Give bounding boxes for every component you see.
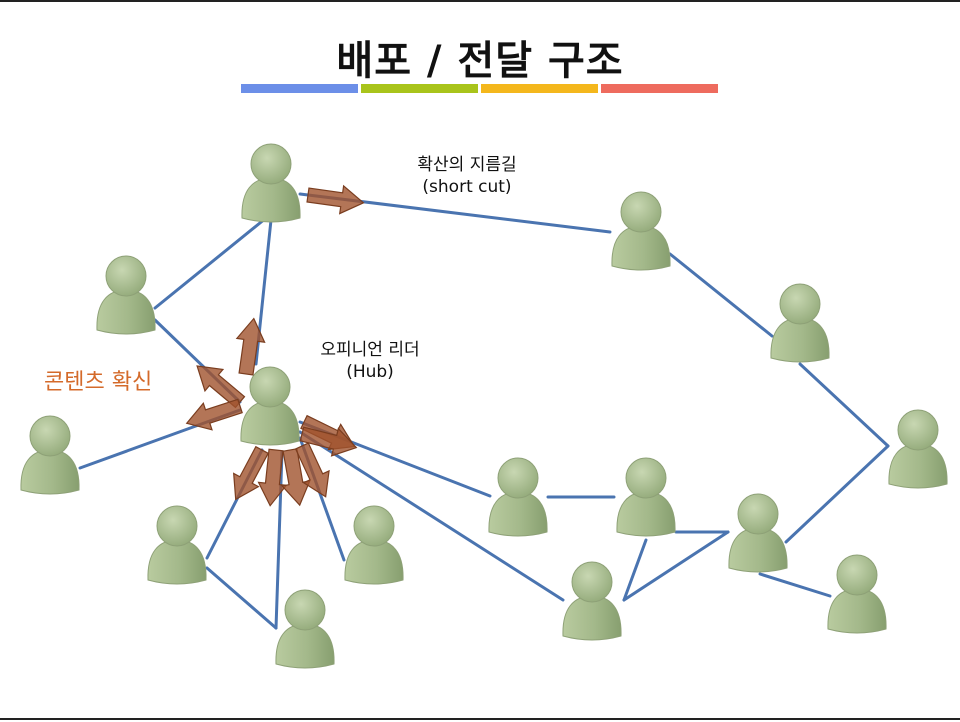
- edge: [298, 430, 565, 602]
- edge: [784, 444, 890, 544]
- person-icon: [240, 366, 300, 446]
- content-diffusion-label: 콘텐츠 확신: [44, 370, 153, 395]
- person-icon: [275, 589, 335, 669]
- shortcut-label: 확산의 지름길 (short cut): [392, 154, 542, 198]
- edge: [274, 450, 284, 630]
- person-icon: [344, 505, 404, 585]
- person-icon: [488, 457, 548, 537]
- edge: [205, 566, 278, 630]
- title-bar-segment-blue: [241, 84, 358, 93]
- slide-title: 배포 / 전달 구조: [336, 38, 624, 84]
- title-bar-segment-green: [361, 84, 478, 93]
- edge: [622, 530, 730, 602]
- title-bar-segment-yellow: [481, 84, 598, 93]
- person-icon: [96, 255, 156, 335]
- person-icon: [20, 415, 80, 495]
- edge: [758, 572, 832, 598]
- edge: [153, 212, 273, 310]
- edge: [622, 538, 648, 602]
- arrow-icon: [305, 180, 367, 218]
- hub-label: 오피니언 리더 (Hub): [295, 339, 445, 383]
- person-icon: [241, 143, 301, 223]
- person-icon: [147, 505, 207, 585]
- person-icon: [888, 409, 948, 489]
- arrow-icon: [231, 315, 269, 377]
- shortcut-label-line2: (short cut): [422, 177, 512, 197]
- hub-label-line2: (Hub): [346, 362, 394, 382]
- edge: [668, 252, 774, 338]
- hub-label-line1: 오피니언 리더: [320, 340, 420, 360]
- person-icon: [611, 191, 671, 271]
- person-icon: [728, 493, 788, 573]
- person-icon: [770, 283, 830, 363]
- person-icon: [616, 457, 676, 537]
- person-icon: [827, 554, 887, 634]
- shortcut-label-line1: 확산의 지름길: [417, 155, 517, 175]
- title-bar-segment-red: [601, 84, 718, 93]
- person-icon: [562, 561, 622, 641]
- edge: [798, 362, 890, 448]
- title-underline-bar: [241, 84, 718, 93]
